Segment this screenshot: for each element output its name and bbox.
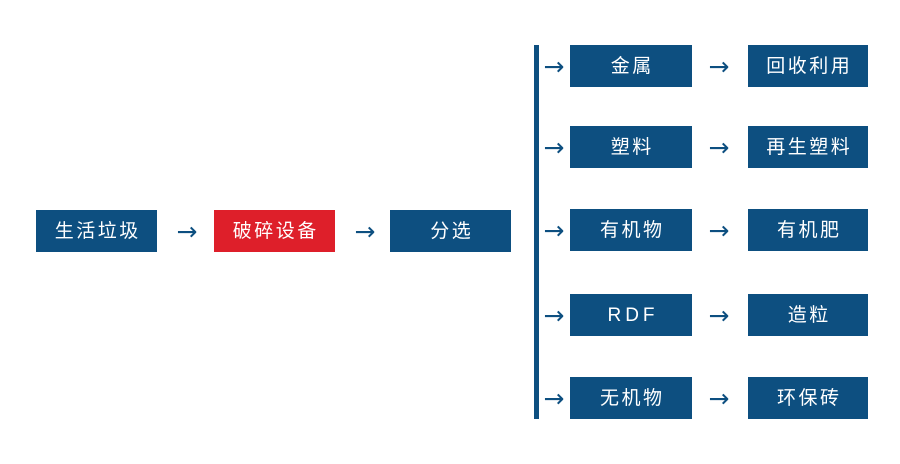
node-product-eco-brick[interactable]: 环保砖 xyxy=(748,377,868,419)
arrow-right-icon-rdf-to-product: → xyxy=(708,300,730,330)
node-material-plastic[interactable]: 塑料 xyxy=(570,126,692,168)
arrow-right-icon-organic-to-product: → xyxy=(708,215,730,245)
node-material-inorganic[interactable]: 无机物 xyxy=(570,377,692,419)
arrow-right-icon-bus-to-inorganic: → xyxy=(543,383,565,413)
node-product-recycled-plastic[interactable]: 再生塑料 xyxy=(748,126,868,168)
arrow-right-icon-metal-to-product: → xyxy=(708,51,730,81)
node-product-organic-fertilizer[interactable]: 有机肥 xyxy=(748,209,868,251)
arrow-right-icon-bus-to-metal: → xyxy=(543,51,565,81)
arrow-right-icon-waste-to-crusher: → xyxy=(176,216,198,246)
node-material-rdf[interactable]: RDF xyxy=(570,294,692,336)
node-waste-input[interactable]: 生活垃圾 xyxy=(36,210,157,252)
node-product-pelletizing[interactable]: 造粒 xyxy=(748,294,868,336)
node-product-recycling[interactable]: 回收利用 xyxy=(748,45,868,87)
arrow-right-icon-bus-to-rdf: → xyxy=(543,300,565,330)
node-material-metal[interactable]: 金属 xyxy=(570,45,692,87)
arrow-right-icon-bus-to-organic: → xyxy=(543,215,565,245)
node-sorting[interactable]: 分选 xyxy=(390,210,511,252)
arrow-right-icon-bus-to-plastic: → xyxy=(543,132,565,162)
node-crushing-equipment[interactable]: 破碎设备 xyxy=(214,210,335,252)
arrow-right-icon-plastic-to-product: → xyxy=(708,132,730,162)
branch-distribution-line xyxy=(534,45,539,419)
arrow-right-icon-inorganic-to-product: → xyxy=(708,383,730,413)
node-material-organic[interactable]: 有机物 xyxy=(570,209,692,251)
arrow-right-icon-crusher-to-sorting: → xyxy=(354,216,376,246)
